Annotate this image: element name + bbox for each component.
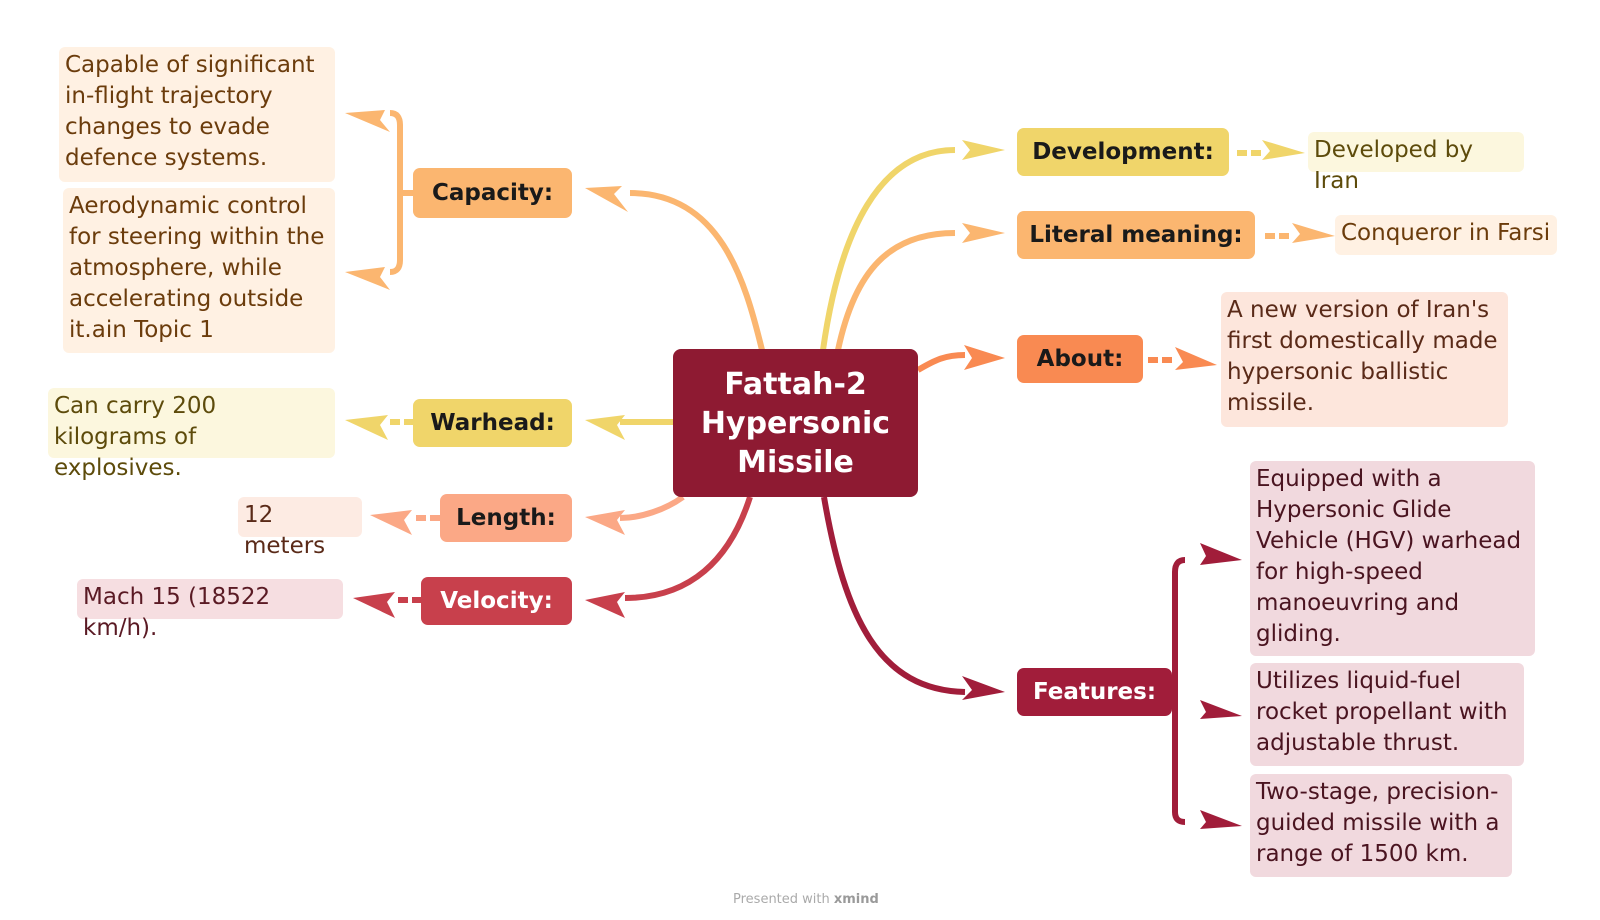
arrow-warhead-leaf [345, 415, 388, 440]
arrow-velocity-leaf [353, 592, 395, 618]
leaf-features-1[interactable]: Equipped with a Hypersonic Glide Vehicle… [1250, 461, 1535, 656]
arrow-capacity-leaf-2 [345, 267, 390, 290]
leaf-development[interactable]: Developed by Iran [1308, 132, 1524, 194]
connector-length [619, 494, 685, 521]
branch-literal-meaning[interactable]: Literal meaning: [1017, 211, 1255, 259]
branch-length[interactable]: Length: [440, 494, 572, 542]
arrow-features-leaf-1 [1200, 543, 1242, 565]
branch-warhead[interactable]: Warhead: [413, 399, 572, 447]
connector-development [820, 147, 956, 351]
central-topic[interactable]: Fattah-2 Hypersonic Missile [673, 349, 918, 497]
branch-capacity[interactable]: Capacity: [413, 168, 572, 218]
connector-features [821, 496, 966, 695]
branch-development[interactable]: Development: [1017, 128, 1229, 176]
connector-literal [835, 230, 956, 351]
arrow-capacity-leaf-1 [345, 110, 390, 132]
leaf-about[interactable]: A new version of Iran's first domestical… [1221, 292, 1508, 427]
arrow-about [964, 345, 1005, 370]
leaf-length[interactable]: 12 meters [238, 497, 362, 559]
leaf-capacity-2[interactable]: Aerodynamic control for steering within … [63, 188, 335, 353]
connector-velocity [624, 496, 753, 601]
connector-capacity [629, 190, 765, 351]
leaf-features-2[interactable]: Utilizes liquid-fuel rocket propellant w… [1250, 663, 1524, 766]
arrow-literal [962, 223, 1005, 243]
arrow-features-leaf-2 [1200, 700, 1242, 719]
branch-features[interactable]: Features: [1017, 668, 1172, 716]
arrow-features [962, 676, 1005, 700]
arrow-development [962, 140, 1005, 160]
bracket-features [1172, 557, 1186, 825]
leaf-literal-meaning[interactable]: Conqueror in Farsi [1335, 215, 1557, 255]
arrow-features-leaf-3 [1200, 810, 1242, 829]
bracket-capacity [389, 110, 403, 275]
arrow-length [585, 510, 625, 535]
leaf-velocity[interactable]: Mach 15 (18522 km/h). [77, 579, 343, 641]
branch-velocity[interactable]: Velocity: [421, 577, 572, 625]
arrow-capacity [585, 186, 628, 212]
leaf-features-3[interactable]: Two-stage, precision- guided missile wit… [1250, 774, 1512, 877]
arrow-about-leaf [1175, 347, 1217, 370]
leaf-warhead[interactable]: Can carry 200 kilograms of explosives. [48, 388, 335, 481]
arrow-length-leaf [370, 510, 412, 535]
arrow-warhead [585, 415, 625, 440]
footer-prefix: Presented with [733, 892, 834, 907]
branch-about[interactable]: About: [1017, 335, 1143, 383]
arrow-literal-leaf [1292, 223, 1335, 243]
arrow-velocity [585, 592, 625, 618]
connector-about [916, 352, 966, 373]
xmind-brand: xmind [833, 892, 879, 907]
presented-with-footer: Presented with xmind [733, 892, 879, 907]
leaf-capacity-1[interactable]: Capable of significant in-flight traject… [59, 47, 335, 182]
arrow-development-leaf [1262, 140, 1305, 160]
